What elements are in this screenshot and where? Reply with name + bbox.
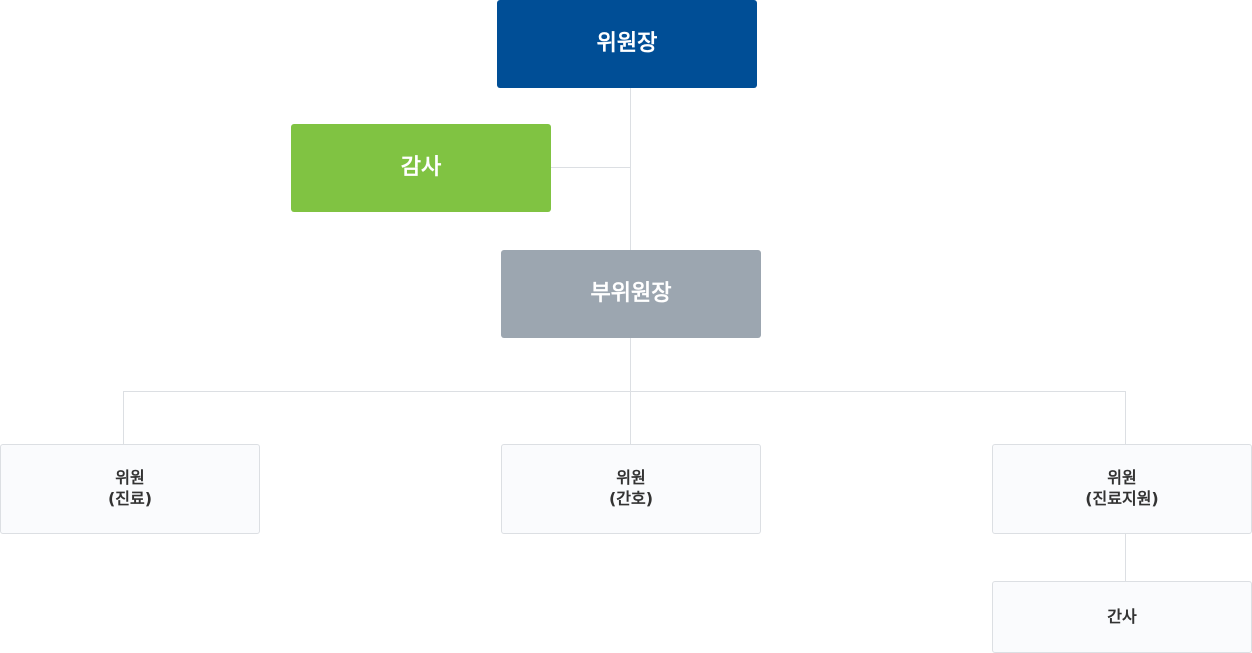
member-box-nursing: 위원 (간호): [501, 444, 761, 534]
member-department: (간호): [608, 489, 654, 508]
member-title: 위원: [616, 468, 646, 488]
connector-secretary: [1125, 534, 1126, 581]
chair-label: 위원장: [596, 30, 658, 56]
member-box-clinical: 위원 (진료): [0, 444, 260, 534]
member-box-clinical-support: 위원 (진료지원): [992, 444, 1252, 534]
connector-auditor: [551, 167, 631, 168]
connector-member-left: [123, 391, 124, 444]
secretary-label: 간사: [1107, 606, 1137, 626]
chair-box: 위원장: [497, 0, 757, 88]
member-title: 위원: [1107, 468, 1137, 488]
vice-chair-box: 부위원장: [501, 250, 761, 338]
secretary-box: 간사: [992, 581, 1252, 653]
connector-chair-to-vice-chair: [630, 88, 631, 250]
auditor-label: 감사: [400, 154, 442, 180]
member-department: (진료지원): [1085, 489, 1159, 508]
vice-chair-label: 부위원장: [590, 280, 672, 306]
auditor-box: 감사: [291, 124, 551, 212]
member-title: 위원: [115, 468, 145, 488]
connector-member-right: [1125, 391, 1126, 444]
connector-members-horizontal: [123, 391, 1126, 392]
member-department: (진료): [107, 489, 153, 508]
